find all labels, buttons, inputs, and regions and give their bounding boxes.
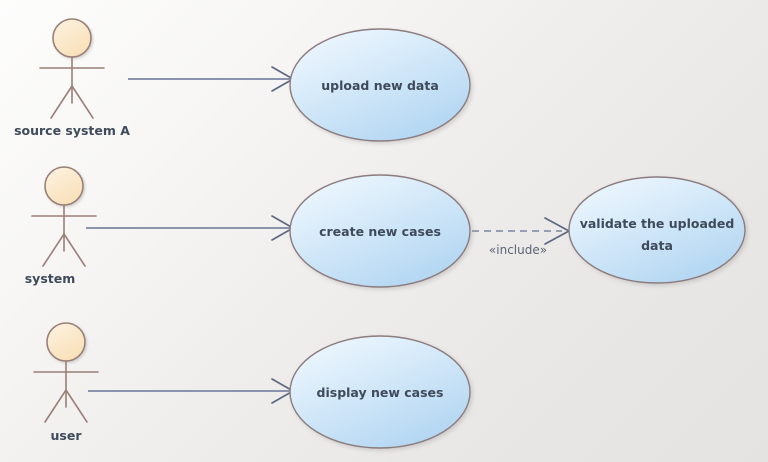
use-case-validate-uploaded-data[interactable]: validate the uploaded data (568, 176, 746, 284)
actor-head-icon (44, 166, 84, 206)
actor-label-source-system-a: source system A (14, 123, 130, 138)
actor-system[interactable]: system (25, 166, 97, 286)
use-case-label-line-1: validate the uploaded (580, 216, 735, 231)
use-case-create-new-cases[interactable]: create new cases (289, 174, 471, 288)
actor-head-icon (46, 322, 86, 362)
actor-label-user: user (51, 428, 83, 443)
use-case-label: create new cases (319, 224, 441, 239)
use-case-ellipse (289, 174, 471, 288)
actor-leg-left (44, 389, 67, 423)
include-stereotype-label: «include» (489, 243, 547, 257)
association-user-to-display[interactable] (88, 378, 295, 404)
association-system-to-create[interactable] (86, 215, 295, 241)
actor-leg-left (42, 233, 65, 267)
use-case-upload-new-data[interactable]: upload new data (289, 28, 471, 142)
actor-leg-right (65, 389, 88, 423)
actor-leg-right (63, 233, 86, 267)
use-case-label: upload new data (321, 78, 439, 93)
actor-source-system-a[interactable]: source system A (14, 18, 130, 138)
actor-label-system: system (25, 271, 76, 286)
use-case-ellipse (568, 176, 746, 284)
include-dependency[interactable]: «include» (472, 217, 571, 257)
use-case-label-line-2: data (641, 238, 673, 253)
actor-leg-left (50, 85, 73, 119)
use-case-display-new-cases[interactable]: display new cases (289, 335, 471, 449)
use-case-ellipse (289, 335, 471, 449)
actor-head-icon (52, 18, 92, 58)
use-case-label: display new cases (317, 385, 444, 400)
actor-user[interactable]: user (33, 322, 99, 443)
association-source-to-upload[interactable] (128, 66, 295, 92)
actor-leg-right (71, 85, 94, 119)
use-case-ellipse (289, 28, 471, 142)
